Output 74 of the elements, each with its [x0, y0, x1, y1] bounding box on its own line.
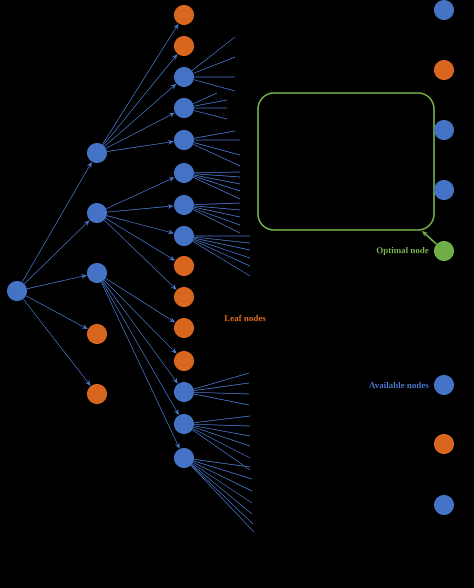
- branch-line: [194, 172, 240, 174]
- node-circle: [174, 414, 194, 434]
- node-circle: [174, 351, 194, 371]
- node-circle: [174, 287, 194, 307]
- branch-line: [192, 176, 240, 200]
- node-circle: [174, 318, 194, 338]
- branch-line: [194, 130, 236, 139]
- branch-line: [194, 110, 228, 120]
- node-circle: [434, 241, 454, 261]
- node-circle: [87, 143, 107, 163]
- branch-line: [194, 76, 236, 78]
- branch-line: [194, 459, 250, 468]
- node-circle: [434, 375, 454, 395]
- branch-line: [194, 236, 250, 244]
- arrow: [22, 298, 91, 386]
- branch-line: [194, 382, 250, 391]
- branch-line: [194, 392, 250, 394]
- label-text: Leaf nodes: [224, 314, 266, 322]
- branch-line: [193, 79, 236, 92]
- node-circle: [434, 60, 454, 80]
- branch-line: [192, 240, 250, 276]
- branch-line: [193, 372, 250, 390]
- node-circle: [174, 36, 194, 56]
- node-circle: [174, 67, 194, 87]
- branch-line: [194, 173, 240, 178]
- node-circle: [434, 180, 454, 200]
- branch-line: [194, 425, 250, 436]
- node-circle: [174, 130, 194, 150]
- node-circle: [174, 195, 194, 215]
- branch-line: [193, 56, 236, 74]
- branch-line: [194, 174, 240, 184]
- node-circle: [174, 448, 194, 468]
- node-circle: [174, 256, 194, 276]
- node-circle: [174, 226, 194, 246]
- branch-line: [194, 142, 240, 156]
- node-circle: [174, 382, 194, 402]
- node-circle: [434, 495, 454, 515]
- rounded-box: [257, 92, 435, 231]
- node-circle: [87, 324, 107, 344]
- branch-line: [192, 463, 252, 504]
- branch-line: [192, 209, 240, 234]
- branch-line: [193, 426, 250, 446]
- branch-line: [194, 238, 250, 250]
- node-circle: [174, 5, 194, 25]
- node-circle: [87, 263, 107, 283]
- node-circle: [7, 281, 27, 301]
- branch-line: [194, 394, 250, 406]
- branch-line: [192, 464, 252, 514]
- node-circle: [434, 0, 454, 20]
- branch-line: [193, 208, 240, 226]
- branch-line: [192, 429, 250, 470]
- node-label: Optimal node: [376, 246, 429, 256]
- node-label: Available nodes: [369, 382, 429, 388]
- node-circle: [434, 120, 454, 140]
- branch-line: [194, 202, 240, 205]
- branch-line: [192, 462, 252, 492]
- node-circle: [87, 203, 107, 223]
- branch-line: [194, 100, 228, 106]
- node-circle: [174, 163, 194, 183]
- branch-line: [194, 416, 250, 424]
- branch-line: [194, 206, 240, 218]
- node-circle: [434, 434, 454, 454]
- branch-line: [192, 240, 250, 266]
- node-circle: [174, 98, 194, 118]
- branch-line: [194, 206, 240, 210]
- branch-line: [193, 238, 250, 258]
- branch-line: [194, 424, 250, 426]
- branch-line: [192, 428, 250, 458]
- branch-line: [192, 92, 218, 104]
- branch-line: [192, 36, 236, 72]
- branch-line: [193, 176, 240, 192]
- branch-line: [192, 144, 240, 166]
- node-circle: [87, 384, 107, 404]
- branch-line: [193, 460, 252, 480]
